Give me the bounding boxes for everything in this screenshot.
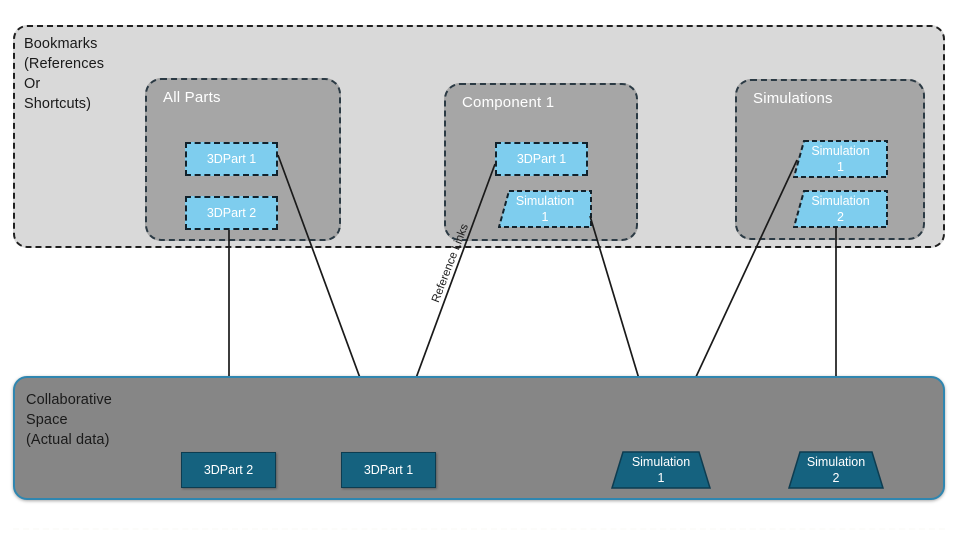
trapezoid-shape	[792, 190, 888, 228]
ref-item-3dpart-2-allparts[interactable]: 3DPart 2	[185, 196, 278, 230]
ref-item-3dpart-1-component[interactable]: 3DPart 1	[495, 142, 588, 176]
bookmarks-label: Bookmarks (References Or Shortcuts)	[24, 36, 105, 112]
bottom-divider	[13, 528, 945, 530]
collaborative-space-label: Collaborative Space (Actual data)	[26, 392, 112, 448]
ref-item-simulation-1-component[interactable]: Simulation 1	[497, 190, 592, 228]
trapezoid-shape	[787, 451, 885, 489]
data-item-3dpart-2[interactable]: 3DPart 2	[181, 452, 276, 488]
data-item-simulation-1[interactable]: Simulation 1	[610, 451, 712, 489]
group-component-1-title: Component 1	[462, 94, 555, 111]
data-item-simulation-2[interactable]: Simulation 2	[787, 451, 885, 489]
ref-item-3dpart-1-allparts[interactable]: 3DPart 1	[185, 142, 278, 176]
data-item-3dpart-1[interactable]: 3DPart 1	[341, 452, 436, 488]
trapezoid-shape	[497, 190, 592, 228]
ref-item-simulation-2-simulations[interactable]: Simulation 2	[792, 190, 888, 228]
trapezoid-shape	[792, 140, 888, 178]
group-all-parts-title: All Parts	[163, 89, 221, 106]
ref-item-simulation-1-simulations[interactable]: Simulation 1	[792, 140, 888, 178]
collaborative-space-container	[13, 376, 945, 500]
trapezoid-shape	[610, 451, 712, 489]
group-simulations-title: Simulations	[753, 90, 833, 107]
